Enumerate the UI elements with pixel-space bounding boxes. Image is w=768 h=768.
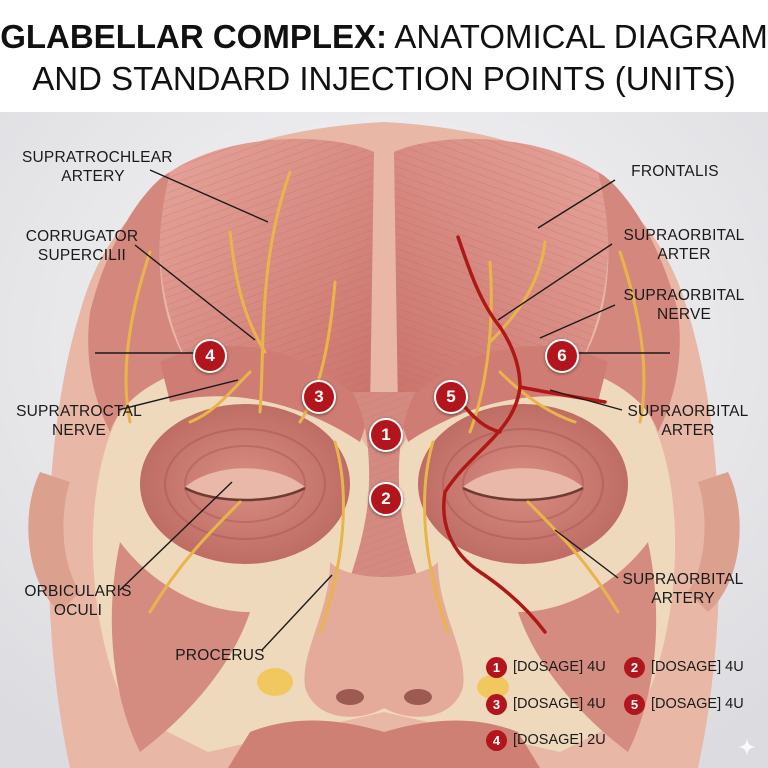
legend-text: [DOSAGE] 4U	[651, 696, 744, 712]
legend-text: [DOSAGE] 4U	[513, 696, 606, 712]
label-procerus: PROCERUS	[175, 647, 265, 664]
legend-text: [DOSAGE] 4U	[651, 659, 744, 675]
nose	[304, 562, 464, 717]
title-line-1: GLABELLAR COMPLEX: ANATOMICAL DIAGRAM	[0, 18, 768, 56]
sparkle-icon	[738, 738, 756, 756]
injection-point-3[interactable]: 3	[302, 380, 336, 414]
eyelid-left	[185, 468, 305, 500]
title-rest: ANATOMICAL DIAGRAM	[387, 18, 768, 55]
dosage-legend: 1 [DOSAGE] 4U 2 [DOSAGE] 4U 3 [DOSAGE] 4…	[486, 655, 756, 755]
legend-badge: 5	[624, 693, 645, 715]
label-frontalis: FRONTALIS	[631, 163, 719, 180]
label-supraorbital-arter-lower: SUPRAORBITAL ARTER	[627, 403, 749, 439]
legend-item: 3 [DOSAGE] 4U	[486, 692, 606, 716]
legend-badge: 4	[486, 729, 507, 751]
label-orbicularis-oculi: ORBICULARIS OCULI	[24, 583, 132, 619]
legend-item: 5 [DOSAGE] 4U	[624, 692, 744, 716]
legend-text: [DOSAGE] 4U	[513, 659, 606, 675]
nerves	[124, 170, 646, 634]
injection-point-1[interactable]: 1	[369, 418, 403, 452]
header: GLABELLAR COMPLEX: ANATOMICAL DIAGRAM AN…	[0, 0, 768, 112]
legend-item: 2 [DOSAGE] 4U	[624, 655, 744, 679]
label-supratroctal-nerve: SUPRATROCTAL NERVE	[16, 403, 142, 439]
eyelid-right	[463, 468, 583, 500]
legend-text: [DOSAGE] 2U	[513, 732, 606, 748]
label-supraorbital-arter-upper: SUPRAORBITAL ARTER	[623, 227, 745, 263]
label-supraorbital-artery: SUPRAORBITAL ARTERY	[622, 571, 744, 607]
legend-item: 4 [DOSAGE] 2U	[486, 728, 606, 752]
legend-badge: 2	[624, 656, 645, 678]
label-supratrochlear-artery: SUPRATROCHLEAR ARTERY	[22, 149, 173, 185]
legend-badge: 1	[486, 656, 507, 678]
injection-point-6[interactable]: 6	[545, 339, 579, 373]
label-corrugator-supercilii: CORRUGATOR SUPERCILII	[25, 228, 139, 264]
title-line-2: AND STANDARD INJECTION POINTS (UNITS)	[32, 60, 736, 97]
injection-point-4[interactable]: 4	[193, 339, 227, 373]
legend-item: 1 [DOSAGE] 4U	[486, 655, 606, 679]
title-bold: GLABELLAR COMPLEX:	[0, 18, 388, 55]
injection-point-5[interactable]: 5	[434, 380, 468, 414]
label-supraorbital-nerve: SUPRAORBITAL NERVE	[623, 287, 745, 323]
injection-point-2[interactable]: 2	[369, 482, 403, 516]
legend-badge: 3	[486, 693, 507, 715]
